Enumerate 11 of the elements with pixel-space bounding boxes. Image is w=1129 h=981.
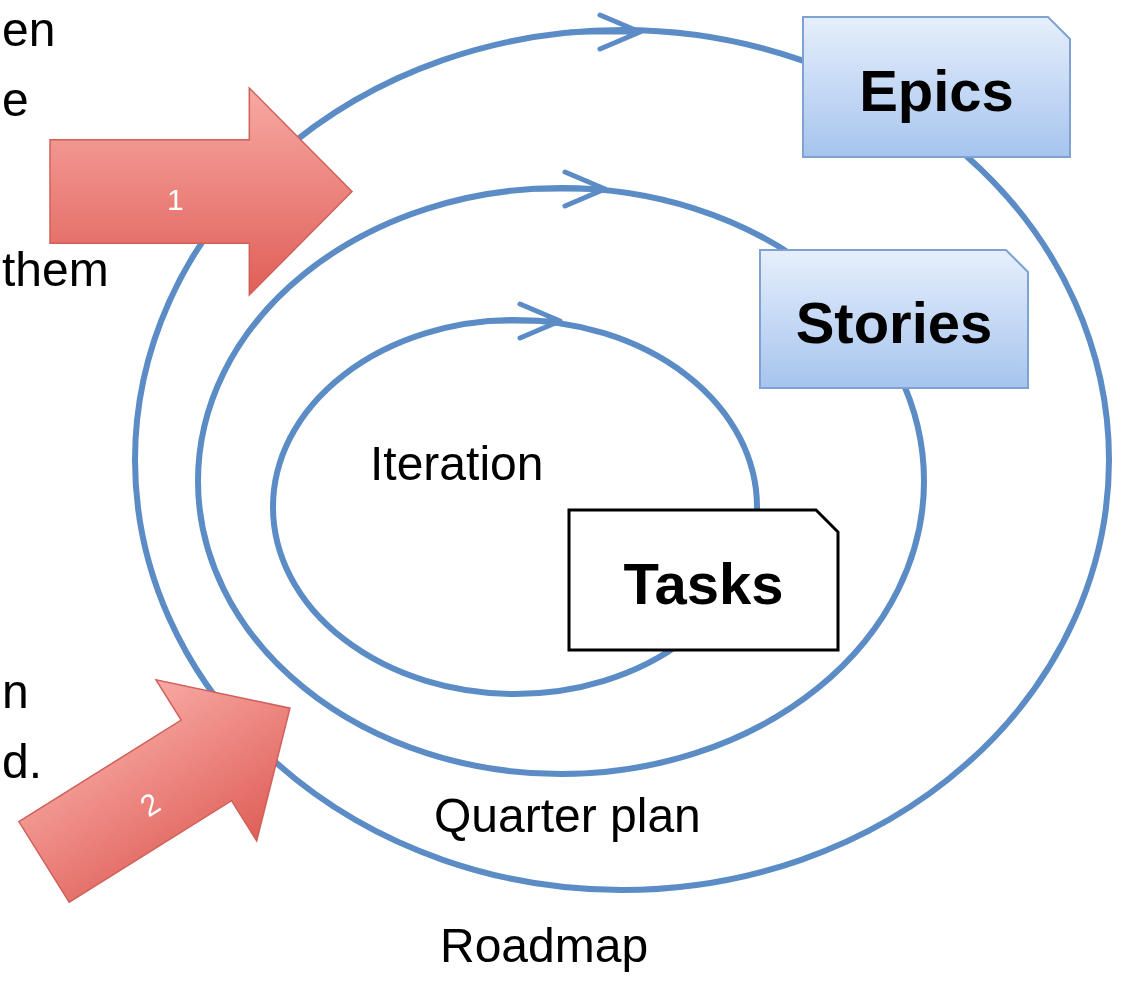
- epics-card: Epics: [803, 17, 1070, 157]
- text-fragment: them: [2, 246, 109, 294]
- text-fragment: e: [2, 76, 29, 124]
- cycle-label: Iteration: [370, 440, 544, 488]
- text-fragment: d.: [2, 738, 43, 786]
- text-fragment: n: [2, 668, 29, 716]
- cycle-label: Roadmap: [440, 922, 649, 970]
- tasks-card: Tasks: [569, 510, 838, 650]
- stories-card: Stories: [760, 250, 1028, 388]
- text-fragment: en: [2, 6, 56, 54]
- cycle-label: Quarter plan: [434, 792, 701, 840]
